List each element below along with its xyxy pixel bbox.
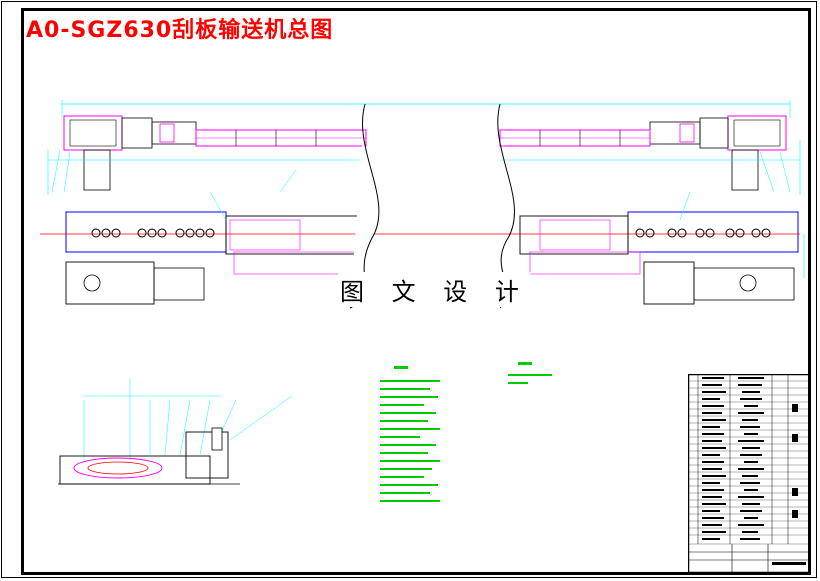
drawing-title: A0-SGZ630刮板输送机总图 bbox=[26, 18, 334, 43]
plan-view bbox=[40, 191, 805, 305]
title-block bbox=[688, 374, 811, 573]
side-view bbox=[58, 378, 293, 485]
drawing-border-inner bbox=[21, 8, 811, 575]
elevation-view bbox=[47, 100, 801, 195]
technical-notes bbox=[380, 362, 552, 502]
watermark-stamp: 图 文 设 计 bbox=[338, 272, 531, 307]
